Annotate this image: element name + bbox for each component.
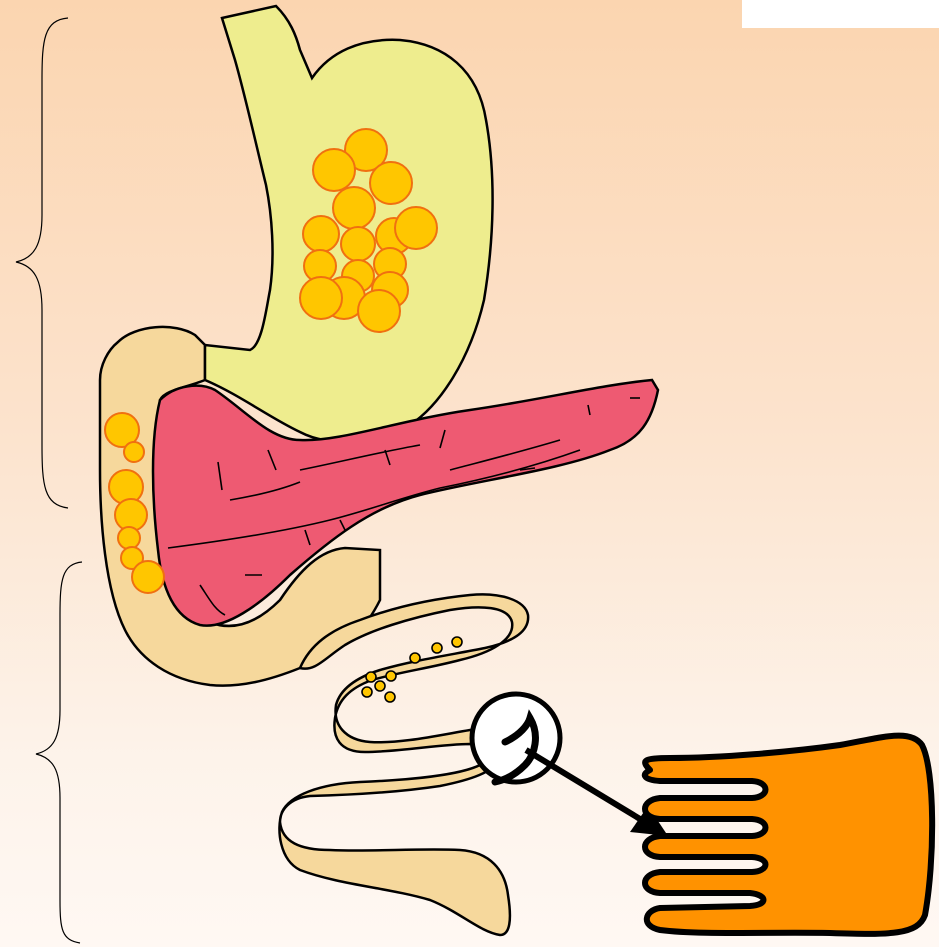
villi-enlargement [645,736,932,934]
upper-region-brace [16,18,68,508]
lower-region-brace [36,562,82,943]
magnifier-circle-icon [472,694,560,782]
